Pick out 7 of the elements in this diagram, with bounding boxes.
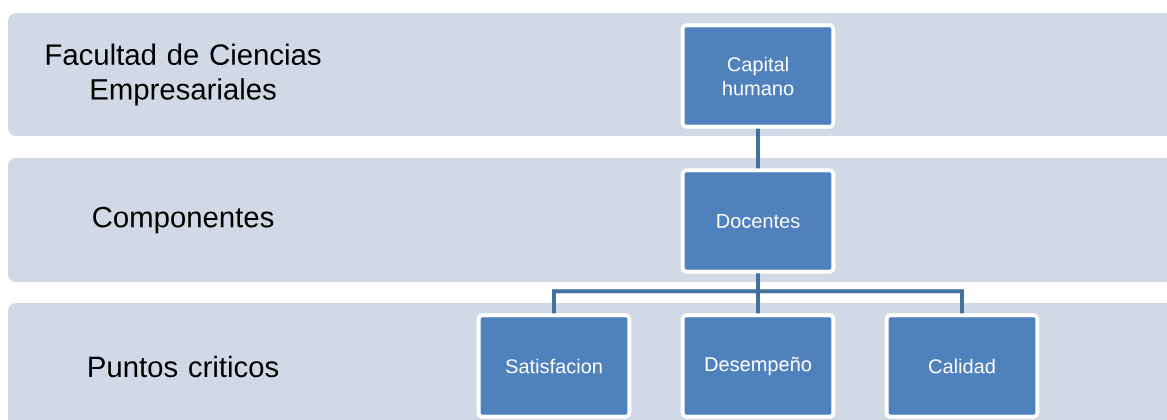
connector-line [756, 273, 964, 314]
process-box: Calidad [884, 313, 1040, 419]
process-box: Docentes [680, 168, 836, 274]
process-box: Desempeño [680, 313, 836, 419]
process-box: Satisfacion [476, 313, 632, 419]
connector-line [756, 128, 760, 169]
process-box: Capital humano [680, 23, 836, 129]
